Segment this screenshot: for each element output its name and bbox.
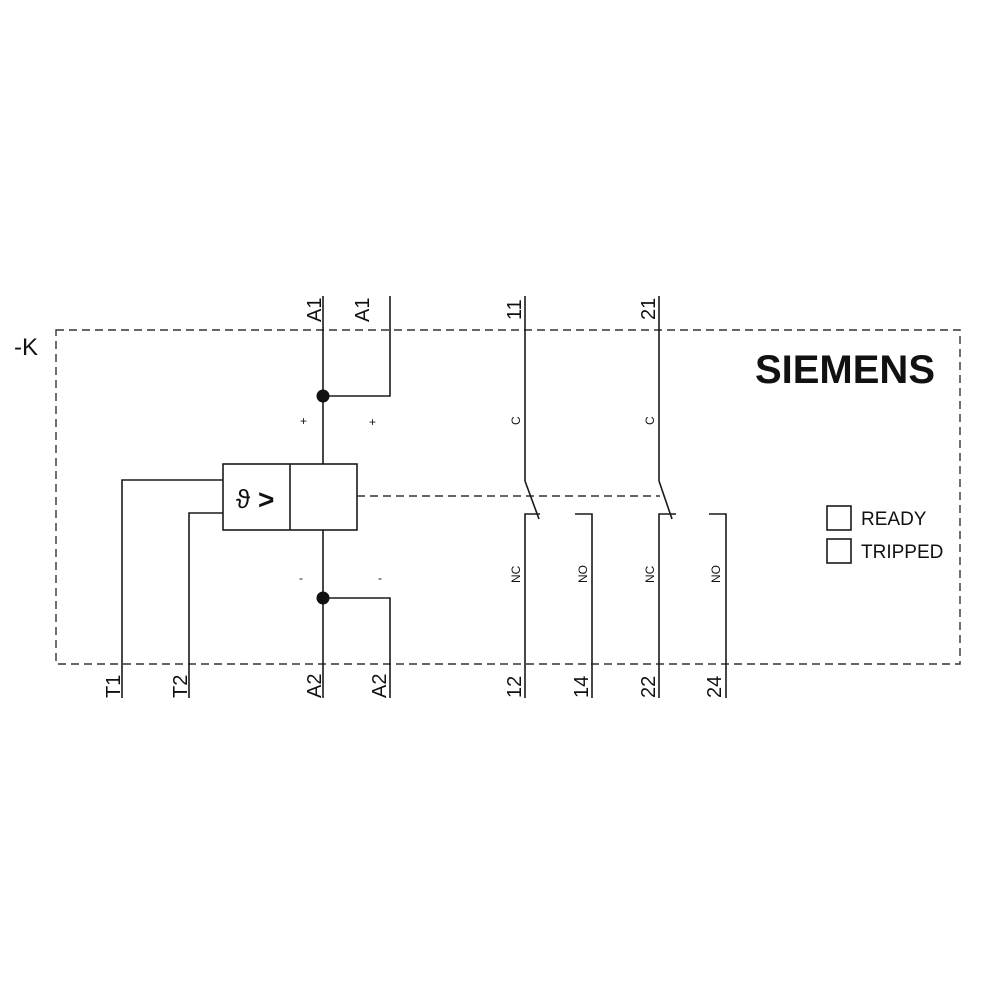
terminal-24: 24 bbox=[704, 676, 726, 698]
contact-1-nc-wire bbox=[524, 513, 540, 698]
contact-1-no-wire bbox=[575, 513, 593, 698]
polarity-minus-right: - bbox=[378, 571, 382, 585]
coil-supply: A1 A1 A2 A2 + + - - bbox=[299, 296, 391, 698]
terminal-22: 22 bbox=[638, 676, 660, 698]
brand-logo: SIEMENS bbox=[755, 348, 935, 392]
contact-2-nc-wire bbox=[658, 513, 676, 698]
contact-2-no-wire bbox=[709, 513, 727, 698]
device-reference: -K bbox=[14, 334, 38, 361]
terminal-a1-right: A1 bbox=[352, 298, 374, 322]
relay-coil: ϑ > bbox=[222, 463, 358, 531]
polarity-plus-left: + bbox=[300, 414, 307, 428]
device-boundary bbox=[55, 329, 961, 665]
terminal-14: 14 bbox=[571, 676, 593, 698]
contact-2-switch-blade bbox=[658, 480, 673, 520]
t1-wire bbox=[121, 479, 223, 698]
terminal-11: 11 bbox=[504, 299, 526, 320]
status-indicators: READY TRIPPED bbox=[826, 505, 943, 564]
greater-than-icon: > bbox=[258, 484, 274, 515]
terminal-a1-left: A1 bbox=[304, 298, 326, 322]
contact-1: 11 C NC NO 12 14 bbox=[504, 296, 593, 698]
contact-2-nc-label: NC bbox=[643, 565, 657, 583]
contact-1-no-label: NO bbox=[576, 565, 590, 583]
a2-wire-bridge bbox=[323, 597, 391, 698]
contact-2-no-label: NO bbox=[709, 565, 723, 583]
junction-dot-top bbox=[316, 389, 330, 403]
terminal-t1: T1 bbox=[103, 675, 125, 698]
polarity-minus-left: - bbox=[299, 571, 303, 585]
contact-1-switch-blade bbox=[524, 480, 540, 520]
contact-1-common-label: C bbox=[509, 416, 523, 425]
terminal-21: 21 bbox=[638, 298, 660, 320]
ready-indicator-box bbox=[826, 505, 852, 531]
tripped-indicator-label: TRIPPED bbox=[861, 542, 943, 563]
contact-1-nc-label: NC bbox=[509, 565, 523, 583]
terminal-12: 12 bbox=[504, 676, 526, 698]
ready-indicator-label: READY bbox=[861, 509, 927, 530]
polarity-plus-right: + bbox=[369, 415, 376, 429]
a1-wire-bridge bbox=[323, 296, 391, 397]
terminal-a2-right: A2 bbox=[369, 674, 391, 698]
t2-wire bbox=[188, 512, 223, 698]
terminal-a2-left: A2 bbox=[304, 674, 326, 698]
terminal-t2: T2 bbox=[170, 675, 192, 698]
tripped-indicator-box bbox=[826, 538, 852, 564]
contact-2-common-label: C bbox=[643, 416, 657, 425]
thermal-symbol-icon: ϑ bbox=[236, 484, 251, 514]
junction-dot-bottom bbox=[316, 591, 330, 605]
contact-2: 21 C NC NO 22 24 bbox=[638, 296, 727, 698]
sensor-inputs: T1 T2 bbox=[103, 479, 223, 698]
